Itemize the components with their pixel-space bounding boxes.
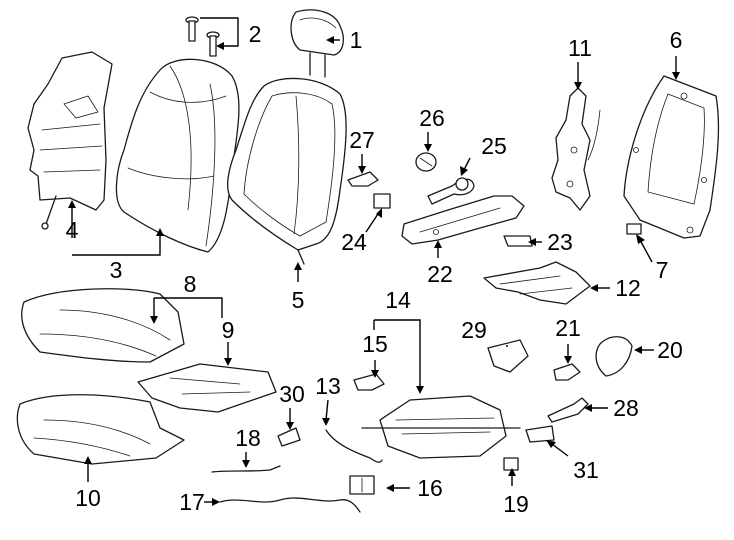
callout-2: 2 (249, 21, 262, 47)
part-knob (415, 152, 437, 172)
part-block (503, 457, 519, 471)
callout-22: 22 (427, 261, 453, 287)
callout-14: 14 (385, 287, 411, 313)
callout-8: 8 (184, 271, 197, 297)
callout-10: 10 (75, 485, 101, 511)
part-wire-harness (219, 497, 361, 513)
callout-26: 26 (419, 105, 445, 131)
callout-15: 15 (362, 331, 388, 357)
callout-3: 3 (110, 257, 123, 283)
callout-31: 31 (573, 457, 599, 483)
part-motor (353, 373, 385, 391)
part-clip (626, 223, 642, 235)
part-bracket-29 (487, 339, 529, 373)
part-seat-cushion-cover (21, 288, 185, 363)
part-bracket-27 (347, 171, 379, 187)
part-seatback-frame-cover (226, 77, 347, 265)
callout-11: 11 (568, 35, 592, 61)
callout-12: 12 (615, 275, 641, 301)
part-connector (349, 475, 375, 495)
callout-28: 28 (613, 395, 639, 421)
callout-4: 4 (66, 217, 79, 243)
callout-18: 18 (235, 425, 261, 451)
callout-9: 9 (222, 317, 235, 343)
part-harness (211, 465, 281, 473)
part-clip-21 (553, 363, 581, 381)
part-side-shield (401, 195, 525, 245)
callout-1: 1 (350, 27, 363, 53)
callout-21: 21 (555, 315, 581, 341)
callout-6: 6 (670, 27, 683, 53)
callout-19: 19 (503, 491, 529, 517)
part-cover-31 (525, 425, 555, 443)
callout-7: 7 (656, 257, 669, 283)
callout-20: 20 (657, 337, 683, 363)
callout-13: 13 (315, 373, 341, 399)
callout-24: 24 (341, 229, 367, 255)
callout-30: 30 (279, 381, 305, 407)
callout-27: 27 (349, 127, 375, 153)
part-headrest (290, 9, 345, 78)
part-sensor (277, 427, 301, 447)
part-recliner-handle (427, 177, 475, 205)
part-small-bracket (503, 235, 533, 247)
part-cover-piece (373, 193, 391, 209)
part-heater-pad (137, 363, 277, 413)
callout-25: 25 (481, 133, 507, 159)
part-cap (595, 336, 633, 377)
part-seat-cushion-pad (16, 394, 185, 465)
part-seatback-pad (27, 51, 113, 230)
part-lever (547, 397, 589, 423)
callout-23: 23 (547, 229, 573, 255)
leader-lines (68, 17, 680, 506)
part-bolts (185, 16, 220, 57)
callout-17: 17 (179, 489, 205, 515)
part-seatback-cover (115, 58, 240, 253)
callout-29: 29 (461, 317, 487, 343)
part-recliner-bracket (551, 87, 601, 211)
part-cable (325, 429, 383, 463)
callout-5: 5 (292, 287, 305, 313)
part-rail-bracket (483, 261, 591, 305)
callout-16: 16 (417, 475, 443, 501)
callout-labels: 1 2 3 4 5 6 7 8 9 10 11 12 13 14 15 16 1… (66, 21, 683, 517)
part-seatback-frame (623, 75, 720, 239)
part-seat-track (361, 395, 521, 459)
